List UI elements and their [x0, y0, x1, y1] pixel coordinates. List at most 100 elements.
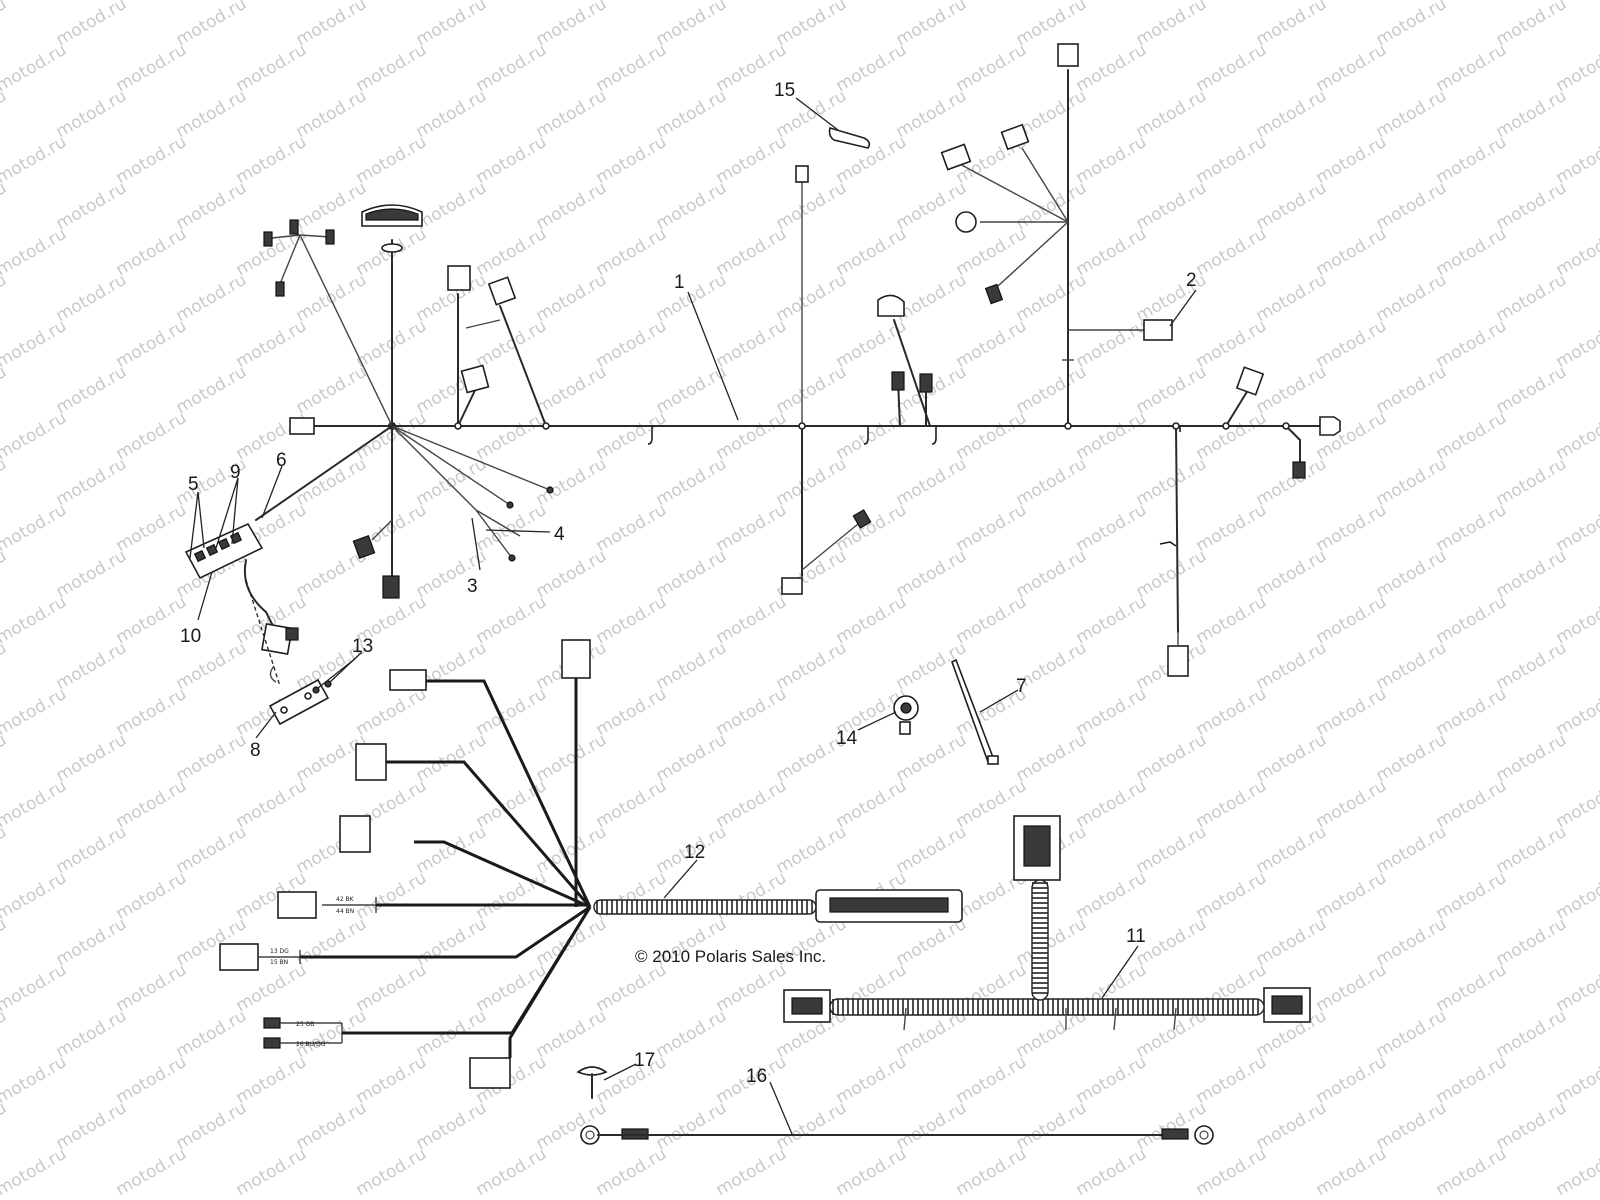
harness-11: [783, 815, 1311, 1031]
watermark-text: motod.ru: [1313, 592, 1391, 648]
watermark-text: motod.ru: [1193, 500, 1271, 556]
watermark-text: motod.ru: [0, 1052, 70, 1108]
watermark-text: motod.ru: [1433, 868, 1511, 924]
watermark-text: motod.ru: [1013, 914, 1091, 970]
watermark-text: motod.ru: [1133, 822, 1211, 878]
callout-13: 13: [352, 636, 373, 657]
watermark-text: motod.ru: [653, 454, 731, 510]
switch-connector-icon: [487, 276, 517, 306]
watermark-text: motod.ru: [1073, 868, 1151, 924]
watermark-text: motod.ru: [0, 224, 70, 280]
watermark-text: motod.ru: [1373, 1006, 1451, 1062]
watermark-text: motod.ru: [593, 960, 671, 1016]
upper-terminal-connector-icon: [795, 165, 809, 183]
watermark-text: motod.ru: [473, 408, 551, 464]
watermark-text: motod.ru: [1373, 86, 1451, 142]
watermark-text: motod.ru: [353, 40, 431, 96]
watermark-text: motod.ru: [713, 132, 791, 188]
watermark-text: motod.ru: [1493, 270, 1571, 326]
wire-code-label: 15 BN: [270, 959, 288, 966]
watermark-text: motod.ru: [353, 1052, 431, 1108]
switch-connector-icon: [460, 364, 490, 394]
watermark-text: motod.ru: [53, 546, 131, 602]
watermark-text: motod.ru: [713, 500, 791, 556]
watermark-text: motod.ru: [1373, 730, 1451, 786]
watermark-text: motod.ru: [1193, 1144, 1271, 1200]
callout-5: 5: [188, 474, 199, 495]
watermark-text: motod.ru: [173, 178, 251, 234]
watermark-text: motod.ru: [593, 592, 671, 648]
watermark-text: motod.ru: [893, 822, 971, 878]
watermark-text: motod.ru: [473, 684, 551, 740]
callout-11: 11: [1126, 926, 1146, 947]
sensor-connector-icon: [877, 294, 905, 317]
watermark-text: motod.ru: [773, 1098, 851, 1154]
wire-code-label: 26 BU/DG: [296, 1041, 326, 1048]
watermark-text: motod.ru: [473, 1144, 551, 1200]
watermark-text: motod.ru: [353, 868, 431, 924]
watermark-text: motod.ru: [0, 408, 70, 464]
watermark-text: motod.ru: [833, 224, 911, 280]
watermark-text: motod.ru: [113, 684, 191, 740]
watermark-text: motod.ru: [353, 132, 431, 188]
fan-connector-icon: [984, 283, 1004, 305]
watermark-text: motod.ru: [1193, 776, 1271, 832]
watermark-text: motod.ru: [1493, 86, 1571, 142]
watermark-text: motod.ru: [293, 914, 371, 970]
watermark-text: motod.ru: [1013, 730, 1091, 786]
watermark-text: motod.ru: [413, 454, 491, 510]
watermark-text: motod.ru: [1553, 1144, 1600, 1200]
watermark-text: motod.ru: [1253, 454, 1331, 510]
wire-code-label: 44 BN: [336, 908, 354, 915]
watermark-text: motod.ru: [173, 362, 251, 418]
watermark-text: motod.ru: [1193, 1052, 1271, 1108]
watermark-text: motod.ru: [1493, 362, 1571, 418]
watermark-text: motod.ru: [653, 1006, 731, 1062]
watermark-text: motod.ru: [833, 592, 911, 648]
watermark-text: motod.ru: [1373, 0, 1451, 50]
watermark-text: motod.ru: [773, 270, 851, 326]
trunk-pigtail-connector-icon: [1292, 461, 1306, 479]
watermark-text: motod.ru: [53, 86, 131, 142]
screw-icon: [324, 680, 332, 688]
callout-4: 4: [554, 524, 565, 545]
watermark-text: motod.ru: [413, 914, 491, 970]
watermark-text: motod.ru: [233, 316, 311, 372]
watermark-text: motod.ru: [773, 454, 851, 510]
watermark-text: motod.ru: [233, 408, 311, 464]
watermark-text: motod.ru: [1073, 40, 1151, 96]
watermark-text: motod.ru: [1313, 1052, 1391, 1108]
watermark-text: motod.ru: [353, 684, 431, 740]
callout-labels: 1 2 3 4 5 6 7 8 9 10 11 12 13 14 15 16 1…: [180, 80, 1197, 1087]
watermark-text: motod.ru: [593, 408, 671, 464]
watermark-text: motod.ru: [1013, 362, 1091, 418]
watermark-text: motod.ru: [1193, 132, 1271, 188]
watermark-text: motod.ru: [53, 454, 131, 510]
watermark-text: motod.ru: [1433, 592, 1511, 648]
hub-side-connector-icon: [352, 535, 376, 559]
watermark-text: motod.ru: [713, 960, 791, 1016]
watermark-text: motod.ru: [113, 1052, 191, 1108]
watermark-text: motod.ru: [533, 546, 611, 602]
fan-connector-icon: [1000, 123, 1030, 151]
watermark-text: motod.ru: [1193, 316, 1271, 372]
watermark-text: motod.ru: [533, 1006, 611, 1062]
watermark-text: motod.ru: [1073, 776, 1151, 832]
fuse-holder-icon: [355, 743, 387, 781]
watermark-text: motod.ru: [0, 0, 70, 4]
watermark-text: motod.ru: [1313, 1144, 1391, 1200]
watermark-text: motod.ru: [713, 684, 791, 740]
watermark-text: motod.ru: [1373, 546, 1451, 602]
watermark-text: motod.ru: [653, 86, 731, 142]
watermark-text: motod.ru: [1073, 316, 1151, 372]
watermark-text: motod.ru: [0, 1144, 70, 1200]
watermark-text: motod.ru: [1373, 914, 1451, 970]
watermark-text: motod.ru: [773, 0, 851, 50]
rear-connector-icon: [1235, 366, 1265, 396]
watermark-text: motod.ru: [473, 316, 551, 372]
callout-15: 15: [774, 80, 795, 101]
watermark-text: motod.ru: [1493, 914, 1571, 970]
callout-3: 3: [467, 576, 478, 597]
watermark-text: motod.ru: [833, 500, 911, 556]
watermark-text: motod.ru: [1253, 0, 1331, 50]
